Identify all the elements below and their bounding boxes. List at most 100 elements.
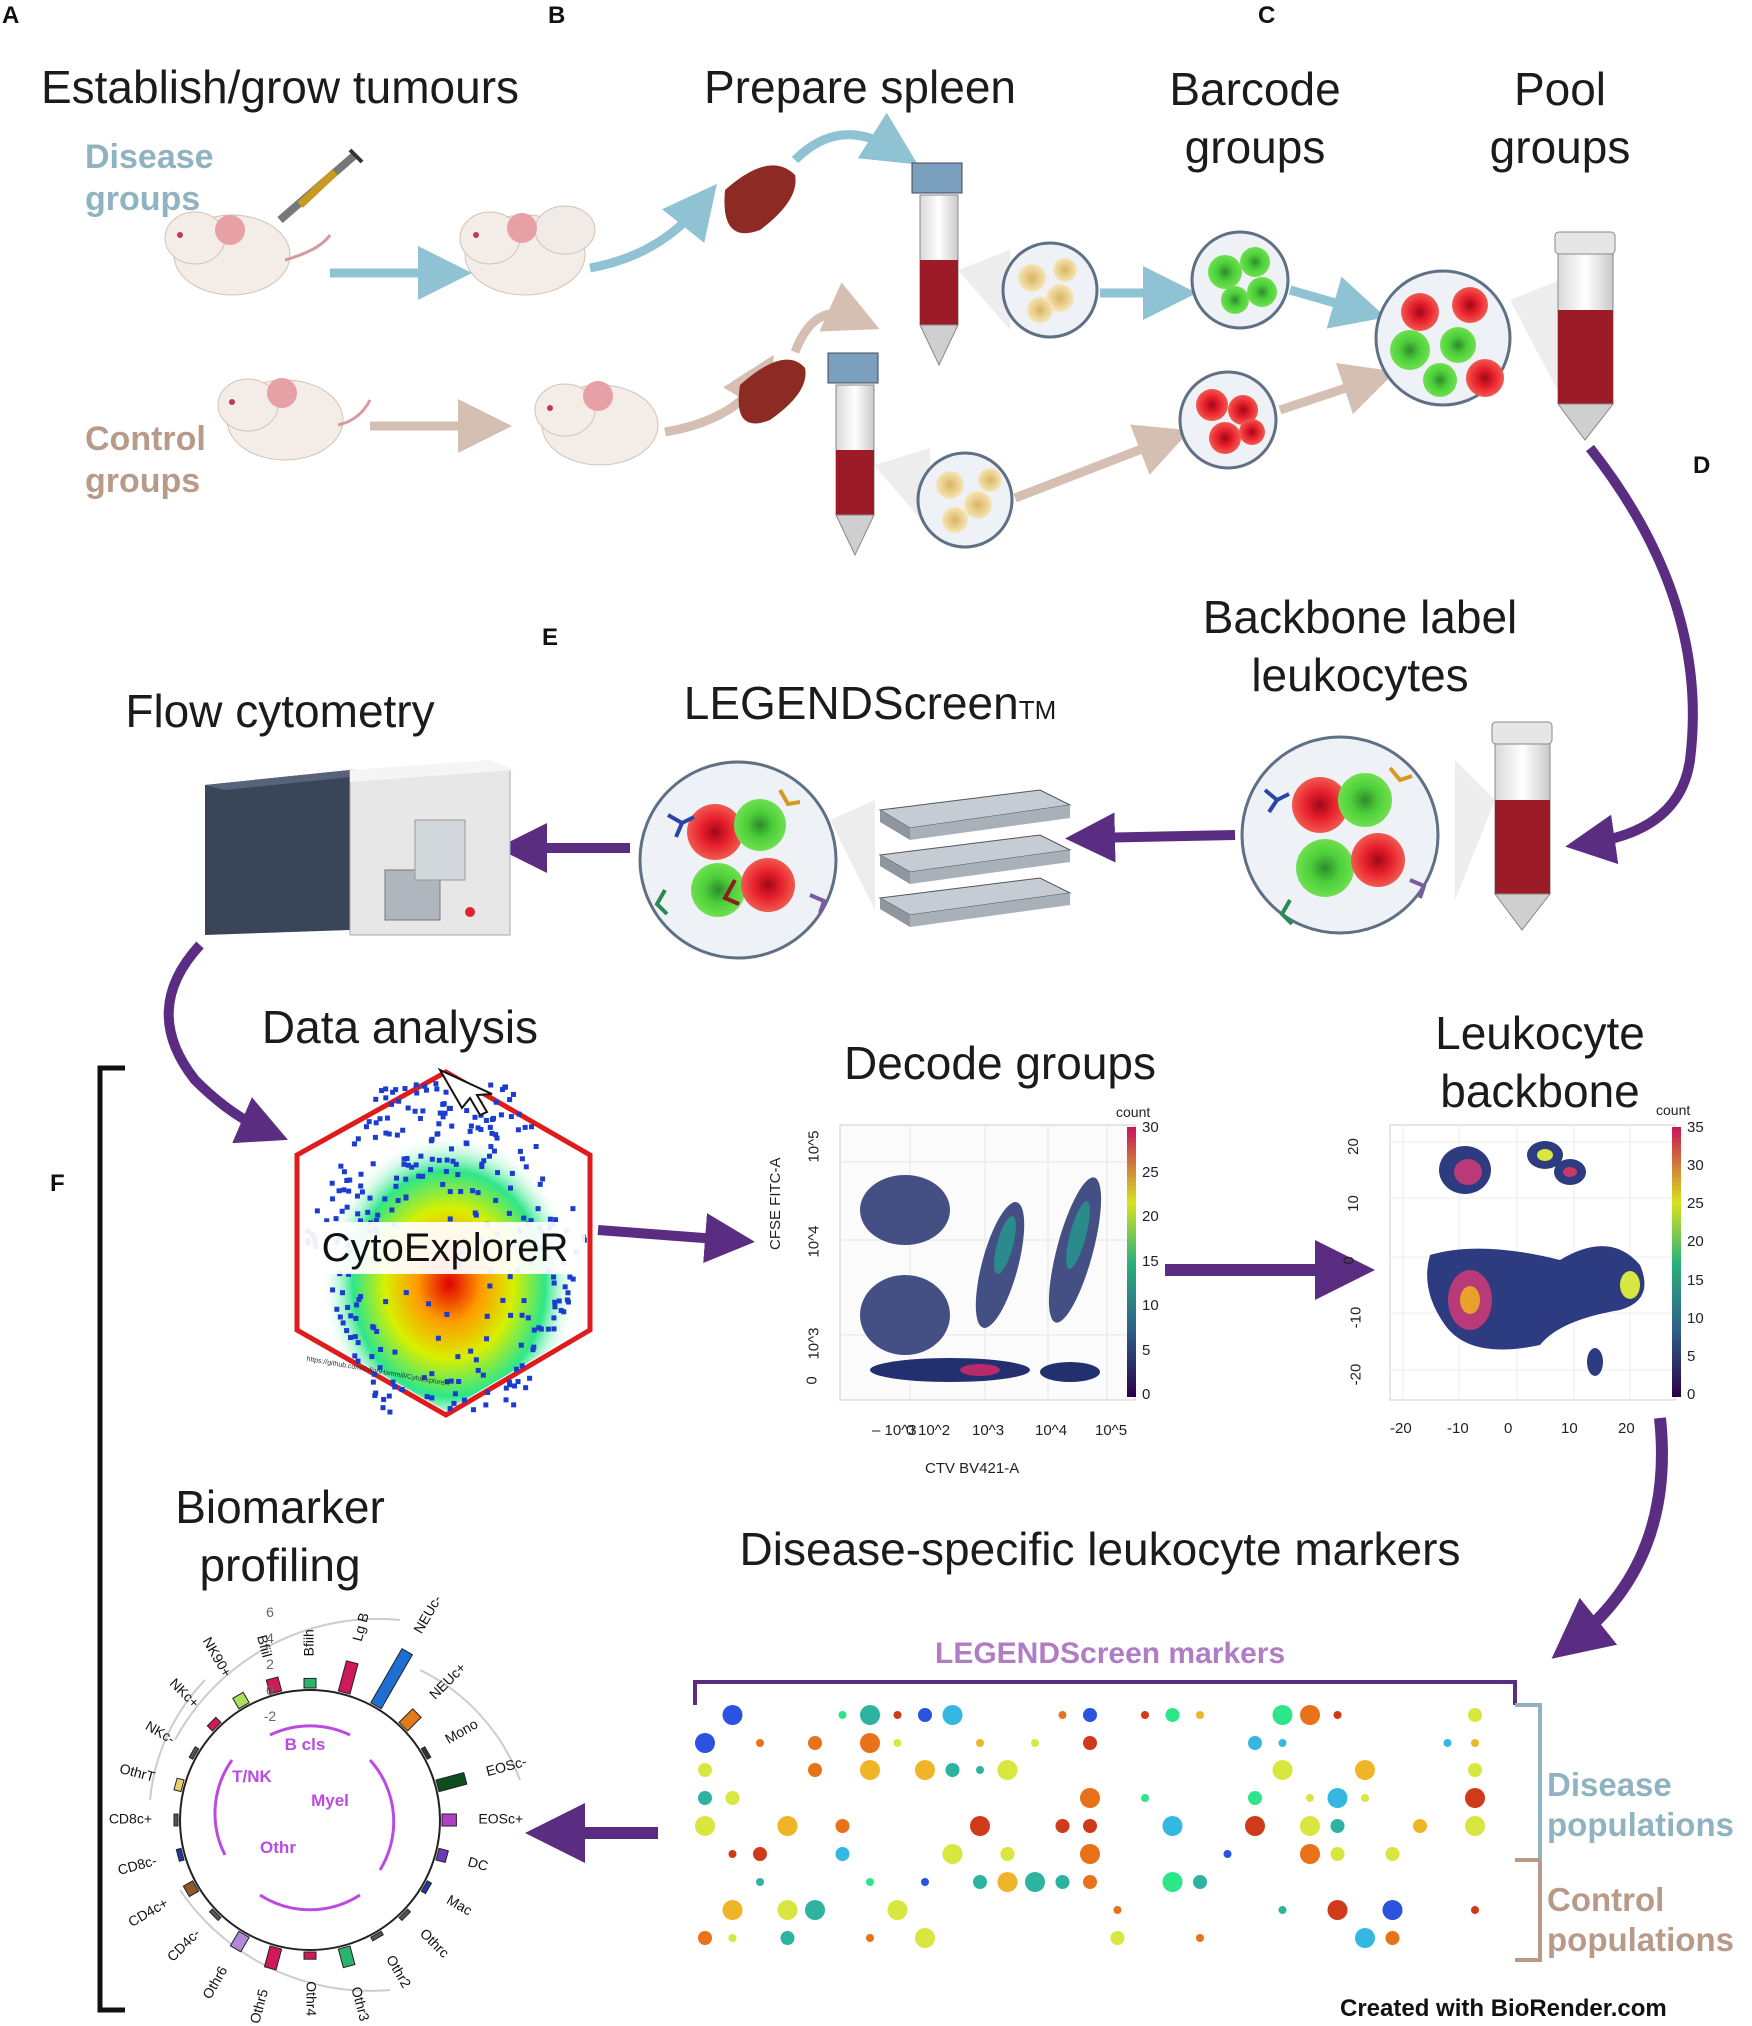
hexagon-scatter-point [449, 1123, 455, 1129]
circos-bar [337, 1945, 356, 1969]
dotplot-point [1080, 1788, 1100, 1808]
hexagon-scatter-point [448, 1378, 454, 1384]
hexagon-scatter-point [510, 1091, 516, 1097]
hexagon-scatter-point [507, 1185, 513, 1191]
hexagon-scatter-point [518, 1342, 524, 1348]
circos-label: CD4c+ [125, 1894, 170, 1929]
circos-bar [263, 1945, 283, 1971]
circos-bar-rect [370, 1647, 414, 1710]
hexagon-scatter-point [374, 1328, 380, 1334]
dotplot-point [1165, 1708, 1180, 1722]
decode-colorbar-title: count [1116, 1104, 1151, 1120]
circos-label: NEUc+ [426, 1659, 469, 1702]
dotplot-point [893, 1711, 902, 1719]
hexagon-scatter-point [354, 1193, 360, 1199]
circos-bar-rect [398, 1908, 412, 1922]
dotplot-point [1385, 1847, 1400, 1861]
cytoexplorer-logo-text: CytoExploreR [305, 1222, 585, 1274]
decode-xtick-1e2: 10^2 [918, 1422, 951, 1439]
circos-bar-rect [173, 1813, 179, 1827]
axis-tick: 10 [1142, 1297, 1159, 1314]
dotplot-point [722, 1900, 743, 1920]
hexagon-scatter-point [447, 1216, 453, 1222]
hexagon-scatter-point [426, 1301, 432, 1307]
dotplot-point [1055, 1819, 1070, 1833]
hexagon-scatter-point [556, 1298, 562, 1304]
hexagon-scatter-point [481, 1158, 487, 1164]
circos-bar-rect [182, 1880, 200, 1898]
decode-ytick-1e3: 10^3 [805, 1327, 823, 1360]
dotplot-point [1382, 1900, 1403, 1920]
dotplot-point [838, 1711, 847, 1719]
dotplot-point [1141, 1794, 1149, 1802]
dotplot-point [728, 1934, 737, 1942]
hexagon-scatter-point [355, 1136, 361, 1142]
cursor-icon [437, 1067, 493, 1117]
dotplot-point [808, 1763, 822, 1777]
circos-label: NKc- [143, 1717, 178, 1747]
hexagon-scatter-point [436, 1121, 442, 1127]
arrow-to-backbone [1565, 444, 1698, 865]
hexagon-scatter-point [412, 1108, 418, 1114]
dotplot-point [915, 1928, 935, 1948]
barcoded-red-cells [1178, 370, 1278, 470]
hexagon-scatter-point [383, 1299, 389, 1305]
hexagon-scatter-point [448, 1146, 454, 1152]
hexagon-scatter-point [429, 1156, 435, 1162]
hexagon-scatter-point [468, 1123, 474, 1129]
hexagon-scatter-point [384, 1115, 390, 1121]
hexagon-scatter-point [478, 1127, 484, 1133]
hexagon-scatter-point [409, 1164, 415, 1170]
decode-ytick-1e5: 10^5 [805, 1130, 823, 1163]
hexagon-scatter-point [336, 1188, 342, 1194]
hexagon-scatter-point [390, 1379, 396, 1385]
dotplot-point [725, 1791, 740, 1805]
hexagon-scatter-point [341, 1169, 347, 1175]
hexagon-scatter-point [470, 1407, 476, 1413]
dotplot-point [695, 1733, 715, 1753]
circos-bar [232, 1691, 250, 1710]
circos-scale-tick: 6 [266, 1604, 274, 1620]
dotplot-point [1443, 1739, 1452, 1747]
panel-label-c: C [1258, 2, 1276, 29]
hexagon-scatter-point [484, 1336, 490, 1342]
barcoded-green-cells [1190, 230, 1290, 330]
hexagon-scatter-point [514, 1366, 520, 1372]
dotplot-point [698, 1931, 712, 1945]
circos-bar [420, 1880, 433, 1895]
hexagon-scatter-point [377, 1116, 383, 1122]
dotplot-point [887, 1900, 908, 1920]
dotplot-point [1110, 1931, 1125, 1945]
dotplot-point [1300, 1705, 1320, 1725]
hexagon-scatter-point [393, 1087, 399, 1093]
hexagon-scatter-point [324, 1218, 330, 1224]
hexagon-scatter-point [484, 1313, 490, 1319]
backbone-tube [1491, 721, 1553, 931]
barcode-line-2: groups [1184, 121, 1326, 173]
axis-tick: 35 [1687, 1119, 1704, 1136]
dotplot-point [835, 1847, 850, 1861]
hexagon-scatter-point [519, 1363, 525, 1369]
hexagon-scatter-point [435, 1131, 441, 1137]
hexagon-scatter-point [337, 1314, 343, 1320]
hexagon-scatter-point [347, 1177, 353, 1183]
dotplot-point [1113, 1906, 1122, 1914]
dotplot-point [698, 1791, 712, 1805]
hexagon-scatter-point [506, 1210, 512, 1216]
panel-label-e: E [542, 624, 559, 651]
arrow-spleen-disease [791, 112, 918, 165]
circos-label: OthrT [118, 1760, 157, 1785]
circos-bar [175, 1847, 185, 1862]
hexagon-scatter-point [355, 1358, 361, 1364]
circos-sector-label: Othr [260, 1838, 296, 1857]
circos-sector-label: Myel [311, 1791, 349, 1810]
hexagon-scatter-point [434, 1086, 440, 1092]
biomarker-line-1: Biomarker [175, 1481, 385, 1533]
hexagon-scatter-point [373, 1390, 379, 1396]
flow-cytometer-icon [205, 760, 515, 936]
panel-label-b: B [548, 2, 566, 29]
disease-populations-label: Disease populations [1547, 1765, 1734, 1845]
dotplot-point [1300, 1844, 1320, 1864]
hexagon-scatter-point [380, 1405, 386, 1411]
dotplot-point [942, 1844, 963, 1864]
